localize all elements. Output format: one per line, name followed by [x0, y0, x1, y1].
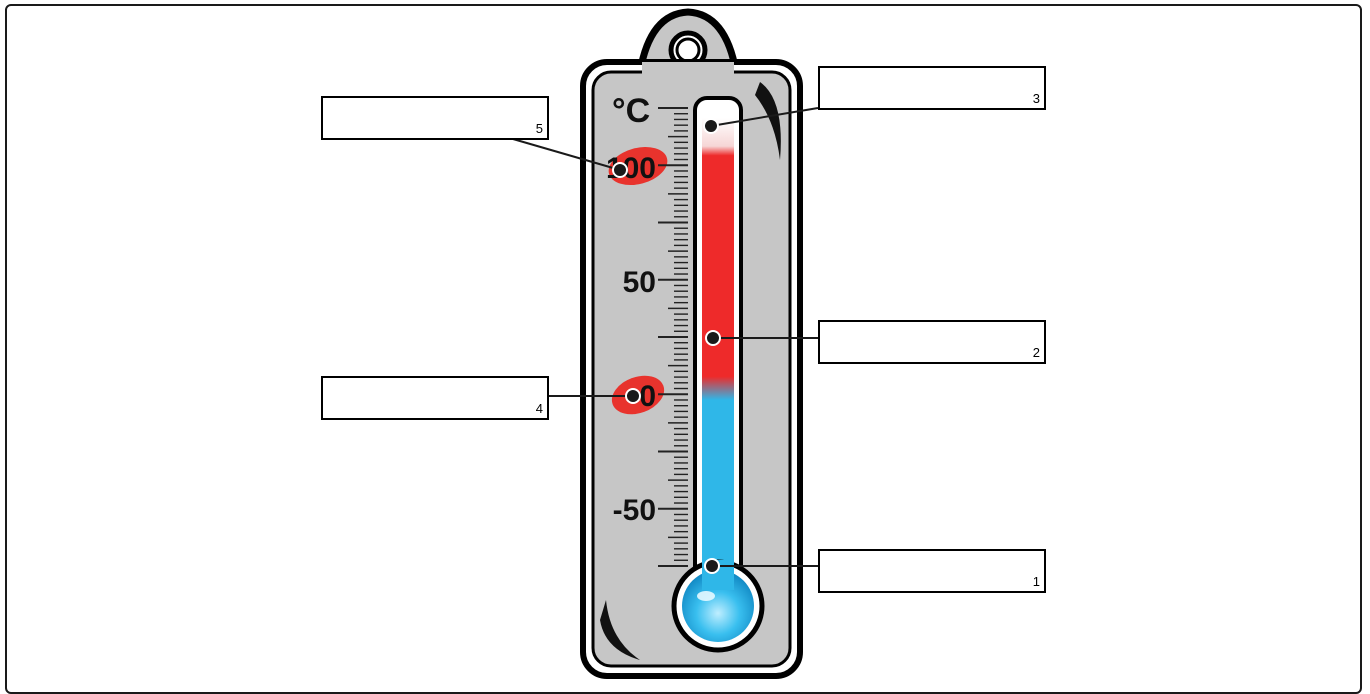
label-box-1[interactable]: 1 — [818, 549, 1046, 593]
label-number: 2 — [1033, 345, 1040, 360]
scale-label-0: 0 — [639, 380, 656, 413]
callout-dot-2 — [706, 331, 720, 345]
label-number: 5 — [536, 121, 543, 136]
label-box-2[interactable]: 2 — [818, 320, 1046, 364]
mercury-column — [702, 118, 734, 588]
label-number: 4 — [536, 401, 543, 416]
thermometer-diagram: °C 100 50 0 -50 — [0, 0, 1370, 680]
unit-label: °C — [612, 92, 650, 130]
scale-label-minus-50: -50 — [613, 494, 656, 527]
label-number: 3 — [1033, 91, 1040, 106]
scale-label-50: 50 — [623, 266, 656, 299]
callout-dot-1 — [705, 559, 719, 573]
label-number: 1 — [1033, 574, 1040, 589]
callout-dot-5 — [613, 163, 627, 177]
callout-dot-3 — [704, 119, 718, 133]
label-box-3[interactable]: 3 — [818, 66, 1046, 110]
callout-dot-4 — [626, 389, 640, 403]
label-box-5[interactable]: 5 — [321, 96, 549, 140]
label-box-4[interactable]: 4 — [321, 376, 549, 420]
